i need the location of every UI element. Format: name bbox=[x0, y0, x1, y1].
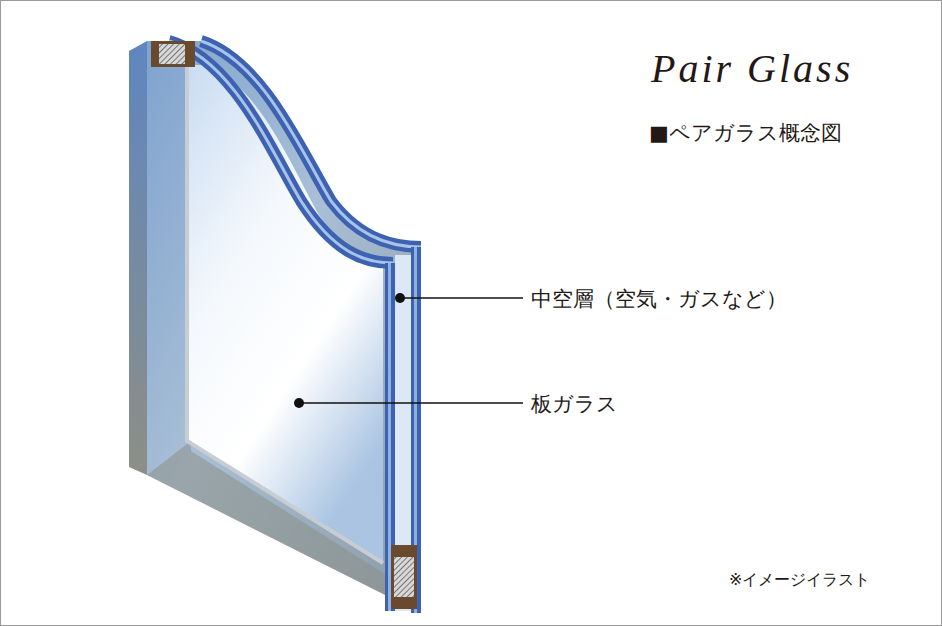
glass-sheet-hl bbox=[388, 263, 391, 611]
spacer bbox=[151, 41, 195, 67]
callout-label: 板ガラス bbox=[531, 390, 618, 418]
inner-frame-line bbox=[187, 65, 383, 563]
glass-sheet-edge-hl bbox=[201, 41, 421, 247]
glass-sheet-edge bbox=[201, 41, 421, 247]
inner-pane bbox=[187, 65, 383, 563]
title: Pair Glass bbox=[651, 45, 853, 92]
glass-edge bbox=[129, 41, 147, 475]
desiccant bbox=[159, 44, 185, 64]
caption: ■ペアガラス概念図 bbox=[649, 119, 842, 147]
desiccant bbox=[394, 557, 414, 597]
callout-label: 中空層（空気・ガスなど） bbox=[531, 285, 787, 313]
glass-face bbox=[147, 41, 421, 613]
leader-line bbox=[299, 402, 523, 404]
leader-line bbox=[400, 297, 523, 299]
note: ※イメージイラスト bbox=[729, 570, 870, 591]
spacer bbox=[391, 545, 417, 609]
